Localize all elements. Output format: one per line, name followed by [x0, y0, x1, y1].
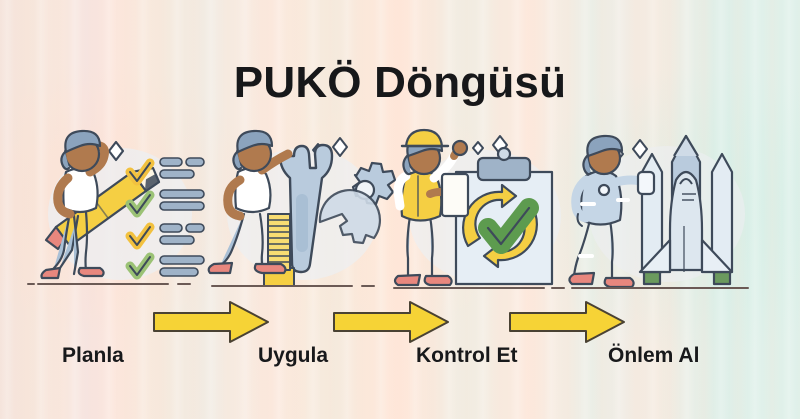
step-label-act: Önlem Al — [608, 344, 700, 367]
illustration-act — [568, 128, 762, 303]
illustration-do — [207, 128, 398, 303]
illustration-plan — [27, 128, 218, 303]
arrow-check-to-act — [508, 300, 626, 344]
page-title: PUKÖ Döngüsü — [233, 58, 567, 107]
arrow-plan-to-do — [152, 300, 270, 344]
checklist-group — [125, 157, 205, 280]
arrow-do-to-check — [332, 300, 450, 344]
step-label-check: Kontrol Et — [416, 344, 518, 367]
step-label-do: Uygula — [258, 344, 329, 367]
illustration-check — [390, 128, 580, 303]
step-label-plan: Planla — [62, 344, 124, 367]
